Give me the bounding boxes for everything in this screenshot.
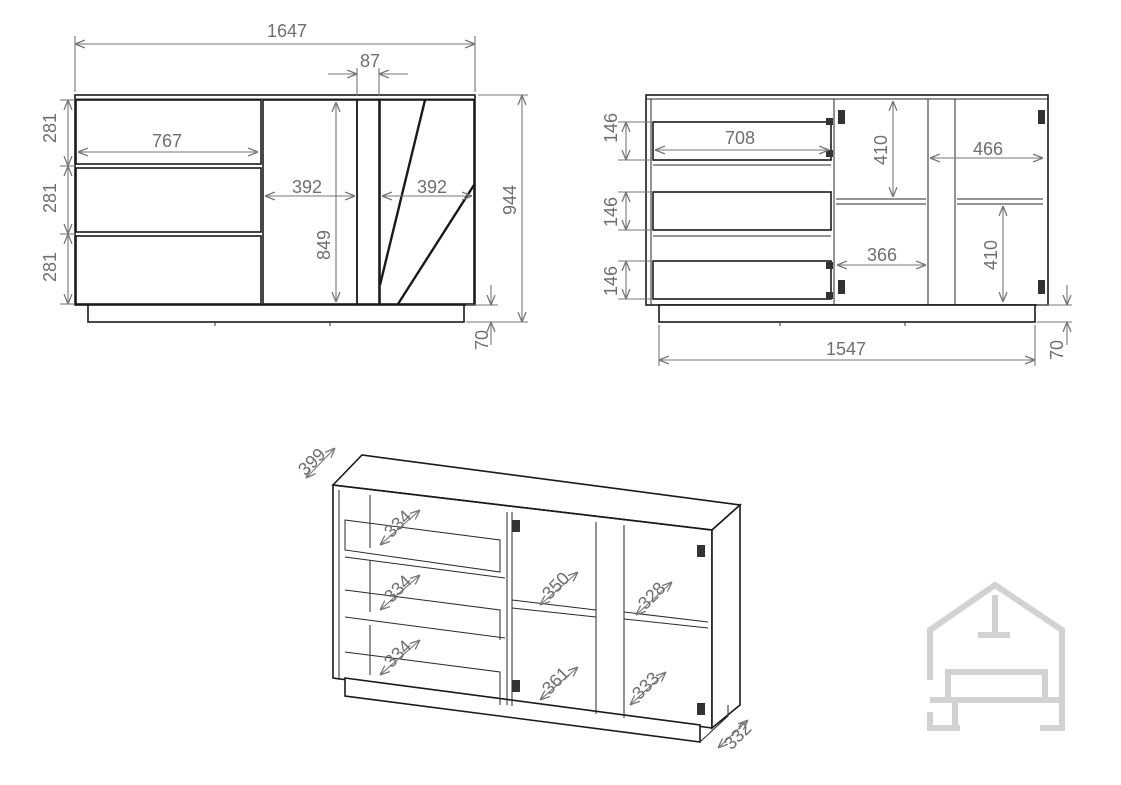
perspective-drawer-depth-1-label: 334 <box>380 506 415 541</box>
inside-shelf-height-top-label: 410 <box>871 135 891 165</box>
perspective-shelf-depth-center-bottom-label: 361 <box>538 663 573 698</box>
inside-drawer-height-1-label: 146 <box>601 113 621 143</box>
inside-compartment-width-right-label: 466 <box>973 139 1003 159</box>
front-total-height-label: 944 <box>500 185 520 215</box>
front-door-width-right-label: 392 <box>417 177 447 197</box>
front-total-width-label: 1647 <box>267 21 307 41</box>
perspective-drawer-depth-3-label: 334 <box>380 636 415 671</box>
inside-plinth-height-label: 70 <box>1047 340 1067 360</box>
front-door-height-label: 849 <box>314 230 334 260</box>
front-drawer-height-1-label: 281 <box>40 113 60 143</box>
perspective-drawer-depth-2-label: 334 <box>380 571 415 606</box>
front-drawer-height-3-label: 281 <box>40 252 60 282</box>
perspective-depth-label: 399 <box>294 444 329 479</box>
inside-drawer-height-2-label: 146 <box>601 197 621 227</box>
front-gap-width-label: 87 <box>360 51 380 71</box>
perspective-view: 399 334 334 334 350 361 328 333 332 <box>294 444 755 753</box>
front-door-width-left-label: 392 <box>292 177 322 197</box>
inside-drawer-height-3-label: 146 <box>601 266 621 296</box>
front-drawer-height-2-label: 281 <box>40 183 60 213</box>
front-drawer-width-label: 767 <box>152 131 182 151</box>
inside-compartment-width-center-label: 366 <box>867 245 897 265</box>
inside-shelf-height-bottom-label: 410 <box>981 240 1001 270</box>
perspective-shelf-depth-right-bottom-label: 333 <box>628 668 663 703</box>
perspective-base-depth-label: 332 <box>720 718 755 753</box>
inside-view: 146 146 146 708 410 466 366 410 1547 70 <box>601 94 1072 366</box>
perspective-shelf-depth-right-top-label: 328 <box>634 578 669 613</box>
front-plinth-height-label: 70 <box>472 330 492 350</box>
inside-base-width-label: 1547 <box>826 339 866 359</box>
inside-drawer-width-label: 708 <box>725 128 755 148</box>
front-view: 1647 87 281 281 281 767 392 392 849 94 <box>40 21 528 350</box>
perspective-shelf-depth-center-top-label: 350 <box>538 568 573 603</box>
house-sofa-logo-icon <box>927 581 1065 731</box>
